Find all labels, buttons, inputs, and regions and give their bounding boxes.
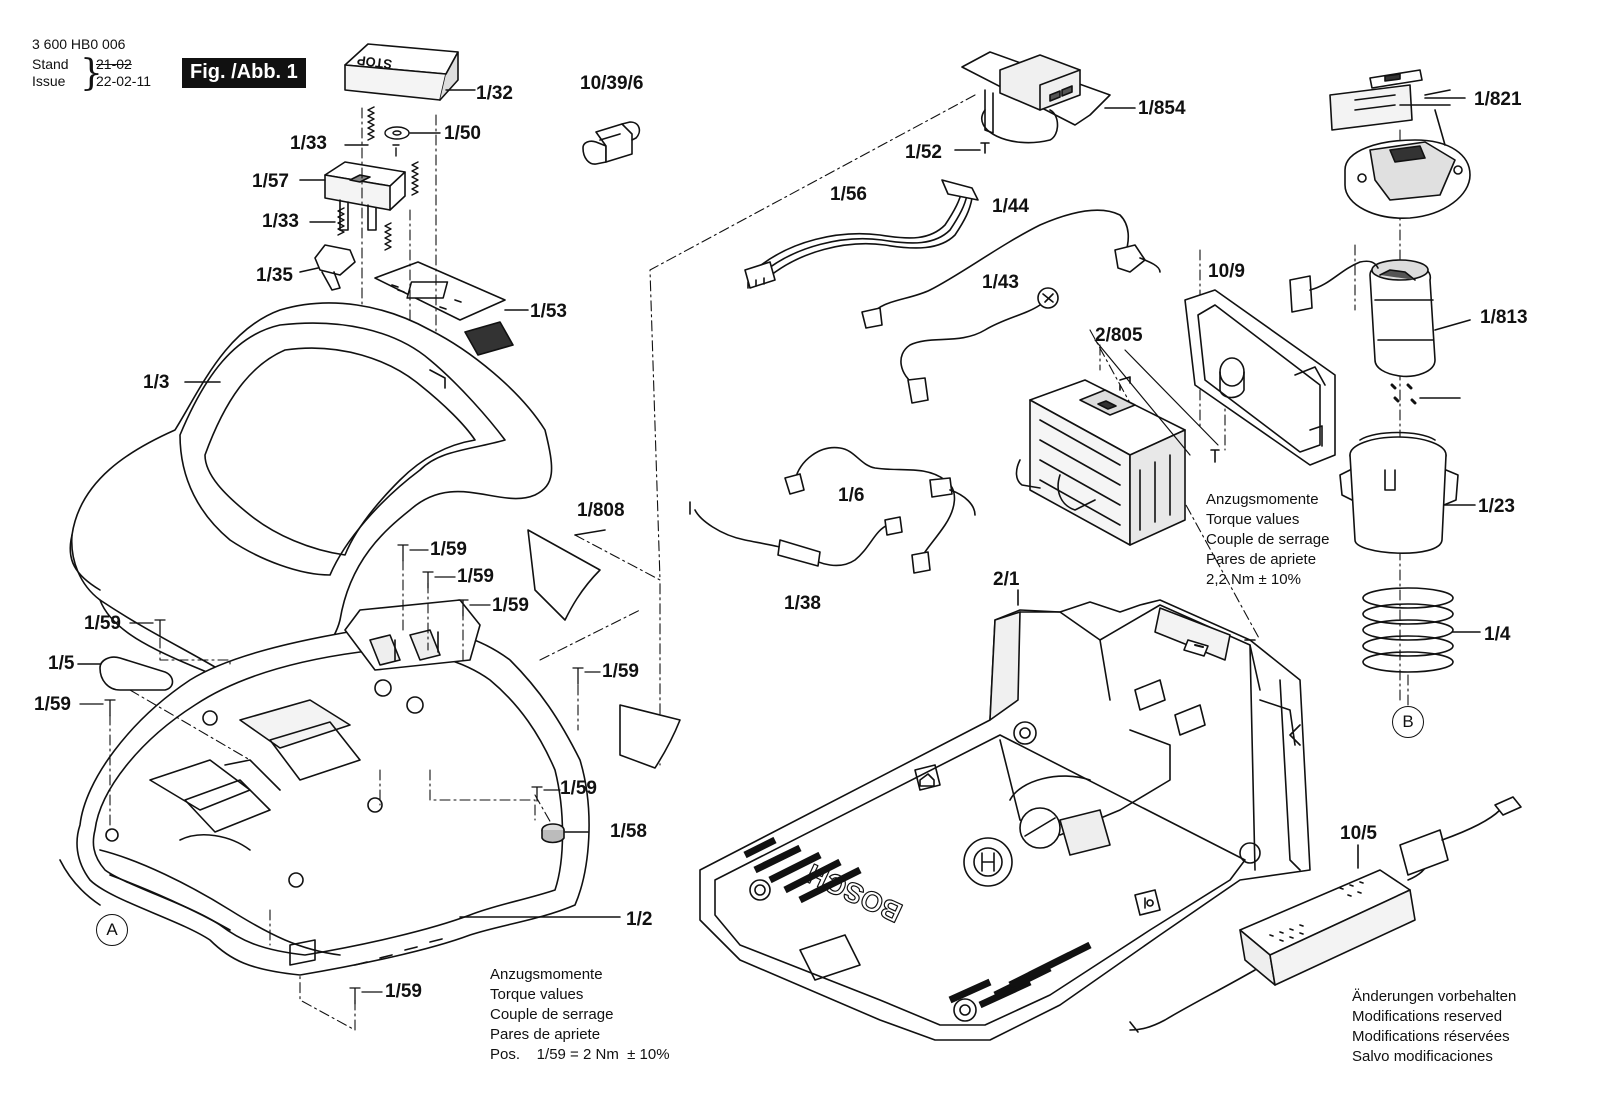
- screw-1-52: [954, 142, 990, 154]
- spring-part: [1362, 587, 1481, 707]
- label-1-52: 1/52: [905, 142, 942, 163]
- label-1-43: 1/43: [982, 272, 1019, 293]
- frame-part: [1184, 289, 1336, 466]
- springs-lower: [309, 207, 392, 251]
- modifications-line-2: Modifications reserved: [1352, 1008, 1503, 1025]
- main-chassis-part: BOSCH: [699, 589, 1311, 1041]
- label-1-59-b: 1/59: [457, 566, 494, 587]
- torque-note-bottom: Anzugsmomente Torque values Couple de se…: [490, 965, 670, 1065]
- connector-part: [299, 244, 356, 291]
- label-1-59-c: 1/59: [492, 595, 529, 616]
- label-1-5: 1/5: [48, 653, 75, 674]
- reference-circle-b: B: [1392, 706, 1424, 738]
- power-supply-part: [1129, 796, 1522, 1033]
- leader-lines-1-59: [79, 549, 601, 993]
- label-1-59-a: 1/59: [430, 539, 467, 560]
- torque-bottom-line-3: Couple de serrage: [490, 1006, 614, 1023]
- assembly-lines-lower: [109, 559, 579, 1031]
- torque-bottom-line-2: Torque values: [490, 986, 584, 1003]
- modifications-line-4: Salvo modificaciones: [1352, 1048, 1493, 1065]
- modifications-line-3: Modifications réservées: [1352, 1028, 1510, 1045]
- label-1-821: 1/821: [1474, 89, 1522, 110]
- adapter-part: [582, 121, 641, 165]
- label-1-33-upper: 1/33: [290, 133, 327, 154]
- label-1-57: 1/57: [252, 171, 289, 192]
- label-1-58: 1/58: [610, 821, 647, 842]
- cable-1-43-part: [900, 287, 1059, 404]
- label-1-813: 1/813: [1480, 307, 1528, 328]
- screws-1-59: [104, 544, 584, 1005]
- label-1-3: 1/3: [143, 372, 170, 393]
- label-1-50: 1/50: [444, 123, 481, 144]
- knob-part: [541, 823, 589, 844]
- issue-value: 22-02-11: [96, 73, 152, 89]
- oval-badge-part: [77, 656, 174, 691]
- torque-bottom-line-5: Pos. 1/59 = 2 Nm ± 10%: [490, 1046, 670, 1063]
- stand-label: Stand: [32, 56, 69, 72]
- torque-right-line-3: Couple de serrage: [1206, 531, 1330, 548]
- cable-1-6-part: [784, 446, 976, 574]
- label-1-59-d: 1/59: [84, 613, 121, 634]
- label-1-38: 1/38: [784, 593, 821, 614]
- label-1-35: 1/35: [256, 265, 293, 286]
- modifications-line-1: Änderungen vorbehalten: [1352, 988, 1517, 1005]
- motor-cap-part: [1329, 69, 1471, 219]
- label-1-32: 1/32: [476, 83, 513, 104]
- modifications-note: Änderungen vorbehalten Modifications res…: [1352, 987, 1516, 1067]
- figure-title: Fig. /Abb. 1: [182, 58, 306, 88]
- stand-value: 21-02: [96, 56, 132, 72]
- torque-right-line-1: Anzugsmomente: [1206, 491, 1319, 508]
- issue-label: Issue: [32, 73, 66, 89]
- keypad-foil-part: [374, 261, 529, 356]
- stop-key-text: STOP: [356, 53, 393, 72]
- torque-note-right: Anzugsmomente Torque values Couple de se…: [1206, 490, 1329, 590]
- label-1-53: 1/53: [530, 301, 567, 322]
- torque-bottom-line-1: Anzugsmomente: [490, 966, 603, 983]
- lower-chassis-cover-part: [59, 599, 621, 976]
- button-holder-part: [299, 161, 406, 231]
- torque-bottom-line-4: Pares de apriete: [490, 1026, 601, 1043]
- pcb-part: [961, 51, 1136, 144]
- label-1-33-lower: 1/33: [262, 211, 299, 232]
- document-number: 3 600 HB0 006: [32, 36, 126, 52]
- label-1-2: 1/2: [626, 909, 653, 930]
- reference-circle-a: A: [96, 914, 128, 946]
- label-foil-parts: [527, 529, 681, 769]
- label-2-1: 2/1: [993, 569, 1020, 590]
- label-1-808: 1/808: [577, 500, 625, 521]
- label-1-44: 1/44: [992, 196, 1029, 217]
- label-10-39-6: 10/39/6: [580, 73, 644, 94]
- label-10-9: 10/9: [1208, 261, 1245, 282]
- torque-right-line-5: 2,2 Nm ± 10%: [1206, 571, 1301, 588]
- springs-upper: [344, 106, 441, 196]
- label-1-4: 1/4: [1484, 624, 1511, 645]
- motor-part: [1289, 259, 1471, 405]
- brace-symbol: }: [80, 53, 103, 94]
- motor-housing-part: [1339, 431, 1476, 554]
- stop-cover-part: STOP: [344, 43, 476, 101]
- torque-right-line-2: Torque values: [1206, 511, 1300, 528]
- label-1-59-f: 1/59: [34, 694, 71, 715]
- label-1-59-h: 1/59: [385, 981, 422, 1002]
- torque-right-line-4: Pares de apriete: [1206, 551, 1317, 568]
- label-1-6: 1/6: [838, 485, 865, 506]
- upper-hood-part: [69, 302, 553, 691]
- cable-1-44-part: [861, 209, 1161, 329]
- label-1-56: 1/56: [830, 184, 867, 205]
- label-2-805: 2/805: [1095, 325, 1143, 346]
- control-unit-part: [1015, 339, 1220, 546]
- label-1-59-e: 1/59: [602, 661, 639, 682]
- cable-1-38-part: [689, 501, 903, 567]
- label-1-23: 1/23: [1478, 496, 1515, 517]
- label-1-59-g: 1/59: [560, 778, 597, 799]
- label-1-854: 1/854: [1138, 98, 1186, 119]
- label-10-5: 10/5: [1340, 823, 1377, 844]
- ribbon-cable-part: [744, 179, 979, 289]
